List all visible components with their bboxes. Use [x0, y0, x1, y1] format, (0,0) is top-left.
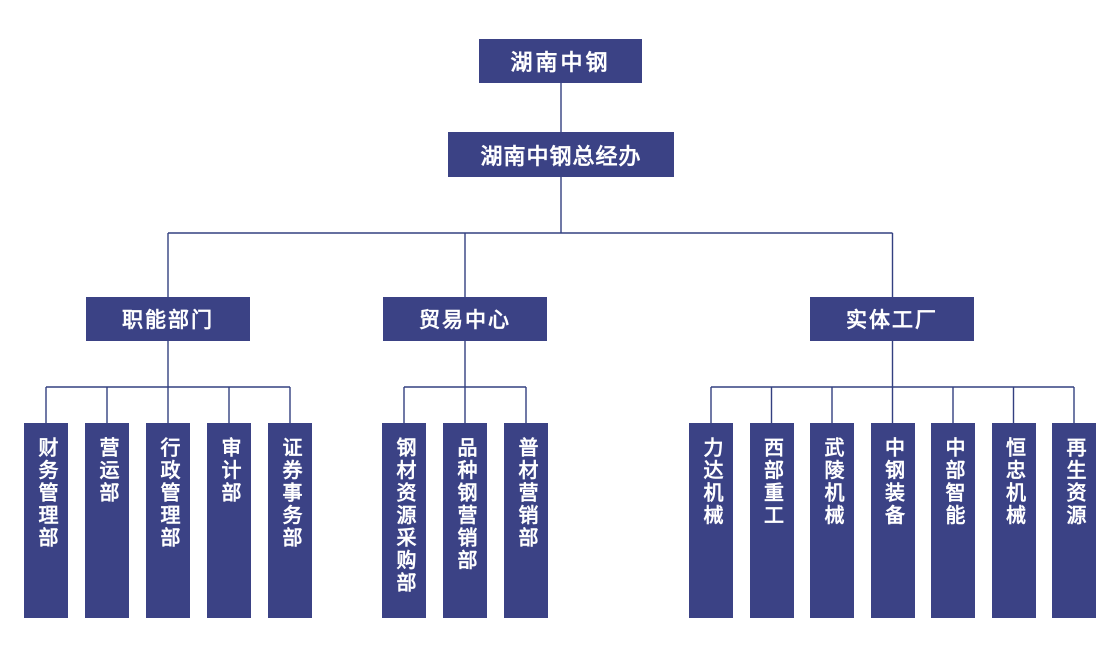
- org-node-child: 营运部: [85, 423, 129, 618]
- org-node-child: 行政管理部: [146, 423, 190, 618]
- org-node-child: 财务管理部: [24, 423, 68, 618]
- org-node-label: 钢材资源采购部: [393, 437, 415, 595]
- org-node-label: 普材营销部: [515, 437, 537, 550]
- org-node-child: 中钢装备: [870, 423, 915, 618]
- org-node-label: 中钢装备: [881, 437, 904, 527]
- org-node-label: 行政管理部: [157, 437, 179, 550]
- org-node-label: 西部重工: [760, 437, 783, 527]
- org-node-child: 品种钢营销部: [443, 423, 487, 618]
- org-node-child: 证券事务部: [268, 423, 312, 618]
- org-node-label: 品种钢营销部: [454, 437, 476, 572]
- org-node-child: 钢材资源采购部: [382, 423, 426, 618]
- org-node-child: 西部重工: [749, 423, 794, 618]
- org-node-root: 湖南中钢: [479, 39, 642, 83]
- org-node-branch-functional-depts: 职能部门: [86, 297, 250, 341]
- org-node-label: 再生资源: [1063, 437, 1085, 527]
- org-node-label: 中部智能: [942, 437, 964, 527]
- org-node-label: 财务管理部: [35, 437, 57, 550]
- org-node-child: 中部智能: [931, 423, 975, 618]
- org-node-label: 证券事务部: [279, 437, 301, 550]
- org-node-child: 力达机械: [689, 423, 733, 618]
- org-node-label: 审计部: [218, 437, 240, 505]
- org-node-label: 恒忠机械: [1002, 437, 1025, 527]
- org-node-branch-factories: 实体工厂: [810, 297, 974, 341]
- org-node-child: 审计部: [207, 423, 251, 618]
- org-node-label: 营运部: [96, 437, 118, 505]
- org-node-child: 普材营销部: [504, 423, 548, 618]
- org-node-gm-office: 湖南中钢总经办: [448, 132, 674, 177]
- org-node-branch-trade-center: 贸易中心: [383, 297, 547, 341]
- org-node-child: 恒忠机械: [991, 423, 1036, 618]
- org-node-child: 再生资源: [1052, 423, 1096, 618]
- org-node-child: 武陵机械: [810, 423, 854, 618]
- org-node-label: 力达机械: [700, 437, 722, 527]
- org-node-label: 武陵机械: [821, 437, 843, 527]
